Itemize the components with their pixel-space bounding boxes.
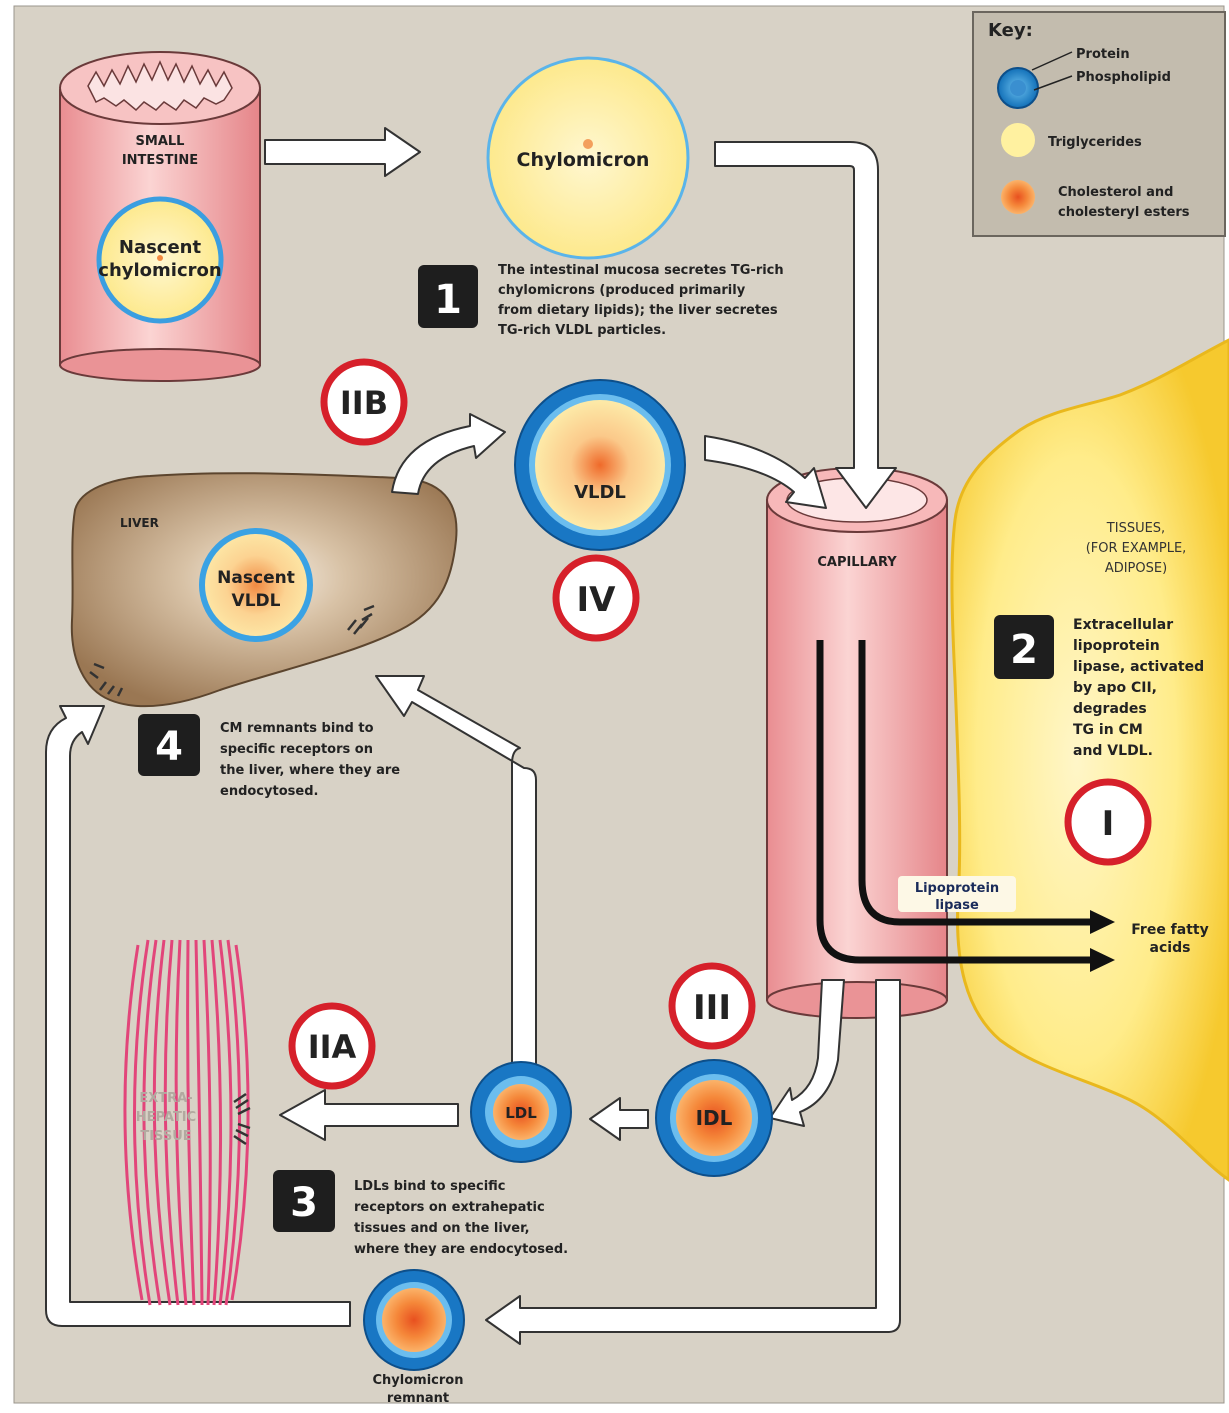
capillary-label: CAPILLARY bbox=[817, 555, 897, 570]
chylomicron-label: Chylomicron bbox=[517, 149, 650, 171]
step-2-line-1: Extracellular bbox=[1073, 617, 1173, 633]
key-triglycerides: Triglycerides bbox=[1048, 135, 1142, 150]
extrahepatic-label-3: TISSUE bbox=[140, 1129, 191, 1144]
small-intestine-label-2: INTESTINE bbox=[122, 153, 198, 168]
key-cholesterol-1: Cholesterol and bbox=[1058, 185, 1173, 200]
key-cholesterol-2: cholesteryl esters bbox=[1058, 205, 1190, 220]
nascent-vldl-label-1: Nascent bbox=[217, 568, 295, 588]
capillary bbox=[767, 468, 947, 1018]
step-2-line-4: by apo CII, bbox=[1073, 680, 1157, 696]
nascent-vldl-label-2: VLDL bbox=[232, 591, 281, 611]
step-3-line-3: tissues and on the liver, bbox=[354, 1221, 530, 1236]
remnant-label-1: Chylomicron bbox=[373, 1373, 464, 1388]
lipase-label-2: lipase bbox=[935, 898, 979, 913]
step-4-line-2: specific receptors on bbox=[220, 742, 373, 757]
roman-i: I bbox=[1102, 804, 1115, 844]
step-3-line-4: where they are endocytosed. bbox=[354, 1242, 568, 1257]
small-intestine-label-1: SMALL bbox=[136, 134, 185, 149]
roman-iii: III bbox=[693, 988, 731, 1028]
step-2-line-6: TG in CM bbox=[1073, 722, 1143, 738]
nascent-chylomicron-label-1: Nascent bbox=[119, 237, 202, 258]
step-2-line-5: degrades bbox=[1073, 701, 1147, 717]
step-2-number: 2 bbox=[1010, 627, 1038, 673]
step-1-number: 1 bbox=[434, 277, 462, 323]
step-3-number: 3 bbox=[290, 1180, 318, 1226]
step-3-line-1: LDLs bind to specific bbox=[354, 1179, 506, 1194]
step-1-line-1: The intestinal mucosa secretes TG-rich bbox=[498, 263, 784, 278]
step-4-number: 4 bbox=[155, 724, 183, 770]
tissues-label-1: TISSUES, bbox=[1106, 521, 1165, 536]
extrahepatic-label-2: HEPATIC bbox=[136, 1110, 196, 1125]
step-3-line-2: receptors on extrahepatic bbox=[354, 1200, 545, 1215]
key-title: Key: bbox=[988, 20, 1033, 41]
step-4-line-3: the liver, where they are bbox=[220, 763, 400, 778]
step-2-line-3: lipase, activated bbox=[1073, 659, 1204, 675]
step-2-line-7: and VLDL. bbox=[1073, 743, 1153, 759]
roman-iv: IV bbox=[577, 580, 617, 620]
roman-iib: IIB bbox=[340, 384, 388, 422]
extrahepatic-label-1: EXTRA- bbox=[139, 1091, 192, 1106]
key-phospholipid: Phospholipid bbox=[1076, 70, 1171, 85]
step-1-line-3: from dietary lipids); the liver secretes bbox=[498, 303, 778, 318]
remnant-label-2: remnant bbox=[387, 1391, 449, 1406]
ffa-label-2: acids bbox=[1150, 940, 1191, 956]
key-panel bbox=[973, 12, 1225, 236]
ldl-label: LDL bbox=[505, 1104, 537, 1122]
step-1-line-2: chylomicrons (produced primarily bbox=[498, 283, 746, 298]
idl-label: IDL bbox=[696, 1106, 733, 1130]
step-4-line-1: CM remnants bind to bbox=[220, 721, 374, 736]
tissues-label-3: ADIPOSE) bbox=[1105, 561, 1167, 576]
nascent-chylomicron-label-2: chylomicron bbox=[98, 260, 221, 281]
roman-iia: IIA bbox=[308, 1028, 357, 1066]
tissues-label-2: (FOR EXAMPLE, bbox=[1086, 541, 1187, 556]
liver-label: LIVER bbox=[120, 516, 159, 530]
step-2-line-2: lipoprotein bbox=[1073, 638, 1160, 654]
ffa-label-1: Free fatty bbox=[1131, 922, 1209, 938]
key-protein: Protein bbox=[1076, 47, 1130, 62]
lipase-label-1: Lipoprotein bbox=[915, 881, 999, 896]
step-4-line-4: endocytosed. bbox=[220, 784, 318, 799]
step-1-line-4: TG-rich VLDL particles. bbox=[498, 323, 666, 338]
vldl-label: VLDL bbox=[574, 482, 626, 503]
